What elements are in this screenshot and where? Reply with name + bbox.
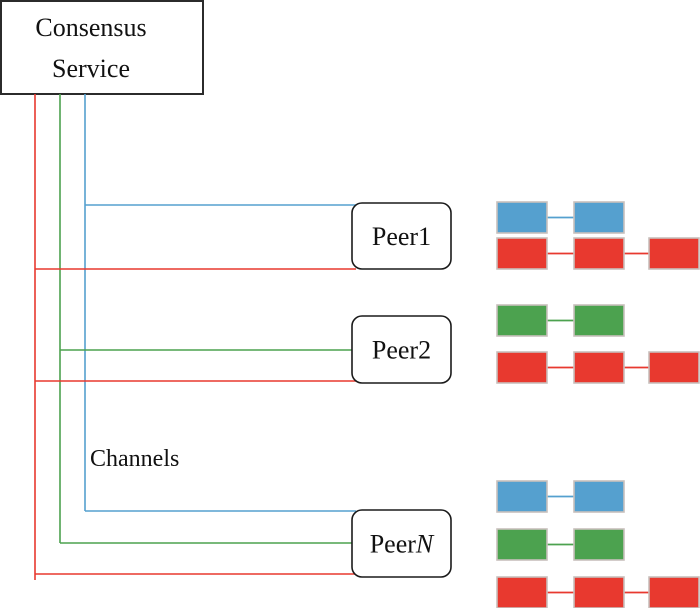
- channel-lines: [34, 94, 356, 580]
- peer-label: Peer2: [372, 336, 431, 365]
- channels-label: Channels: [90, 446, 179, 472]
- peer-label-prefix: Peer: [372, 222, 419, 251]
- peer-label-suffix: 2: [418, 336, 431, 365]
- peer-box: [351, 202, 452, 270]
- ledger-block: [573, 304, 625, 337]
- consensus-service-label-line1: Consensus: [35, 13, 146, 42]
- peer-box: [351, 509, 452, 578]
- ledger-block: [648, 351, 700, 384]
- peer-node: PeerN: [351, 509, 452, 578]
- consensus-service-box: [0, 0, 204, 95]
- peer-label-suffix: N: [415, 530, 435, 559]
- ledger-block: [496, 576, 548, 608]
- ledger-block: [496, 201, 548, 234]
- ledger-block: [496, 304, 548, 337]
- peer-label: PeerN: [370, 530, 435, 559]
- ledger-chain-channel-red: [496, 351, 700, 384]
- ledger-chain-channel-red: [496, 237, 700, 270]
- peer-label: Peer1: [372, 222, 431, 251]
- ledgers: [496, 201, 700, 608]
- ledger-block: [648, 576, 700, 608]
- ledger-block: [573, 237, 625, 270]
- ledger-block: [573, 528, 625, 561]
- peer-box: [351, 315, 452, 384]
- ledger-block: [496, 480, 548, 513]
- ledger-chain-channel-blue: [496, 201, 625, 234]
- peer-node: Peer2: [351, 315, 452, 384]
- ledger-chain-channel-green: [496, 304, 625, 337]
- ledger-chain-channel-red: [496, 576, 700, 608]
- peer-node: Peer1: [351, 202, 452, 270]
- ledger-block: [648, 237, 700, 270]
- ledger-chain-channel-green: [496, 528, 625, 561]
- ledger-block: [496, 528, 548, 561]
- ledger-chain-channel-blue: [496, 480, 625, 513]
- ledger-block: [573, 351, 625, 384]
- consensus-service-node: Consensus Service: [0, 0, 204, 95]
- ledger-block: [496, 351, 548, 384]
- peer-label-prefix: Peer: [372, 336, 419, 365]
- peer-label-suffix: 1: [418, 222, 431, 251]
- ledger-block: [573, 576, 625, 608]
- ledger-block: [573, 480, 625, 513]
- ledger-block: [496, 237, 548, 270]
- peer-label-prefix: Peer: [370, 530, 417, 559]
- consensus-service-label-line2: Service: [52, 54, 130, 83]
- ledger-block: [573, 201, 625, 234]
